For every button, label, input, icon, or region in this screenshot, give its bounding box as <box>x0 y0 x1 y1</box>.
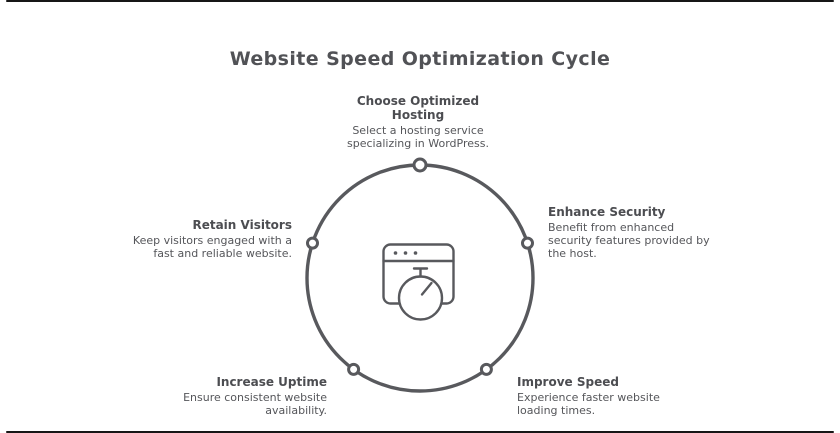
step-visitors-title: Retain Visitors <box>192 218 292 232</box>
diagram-title: Website Speed Optimization Cycle <box>229 48 611 70</box>
browser-stopwatch-icon <box>382 243 455 321</box>
browser-toolbar-dots <box>393 251 418 255</box>
step-speed: Improve Speed Experience faster website … <box>517 375 682 417</box>
top-border-line <box>6 0 834 2</box>
step-speed-description: Experience faster website loading times. <box>517 391 660 417</box>
step-security-description: Benefit from enhanced security features … <box>548 221 710 260</box>
step-visitors: Retain Visitors Keep visitors engaged wi… <box>117 218 292 260</box>
step-uptime-description: Ensure consistent website availability. <box>183 391 327 417</box>
node-dot-left <box>306 236 319 250</box>
step-speed-title: Improve Speed <box>517 375 619 389</box>
step-uptime: Increase Uptime Ensure consistent websit… <box>157 375 327 417</box>
step-hosting-title: Choose Optimized Hosting <box>356 94 480 122</box>
node-dot-bottom-right <box>479 362 493 376</box>
step-uptime-title: Increase Uptime <box>216 375 327 389</box>
step-hosting-description: Select a hosting service specializing in… <box>347 124 489 150</box>
node-dot-right <box>521 236 534 250</box>
stopwatch-hand <box>420 281 433 296</box>
stopwatch-body <box>397 275 444 321</box>
step-security: Enhance Security Benefit from enhanced s… <box>548 205 713 260</box>
node-dot-top <box>412 157 428 173</box>
step-security-title: Enhance Security <box>548 205 666 219</box>
step-visitors-description: Keep visitors engaged with a fast and re… <box>132 234 292 260</box>
bottom-border-line <box>6 431 834 433</box>
node-dot-bottom-left <box>347 362 361 376</box>
step-hosting: Choose Optimized Hosting Select a hostin… <box>318 94 518 150</box>
